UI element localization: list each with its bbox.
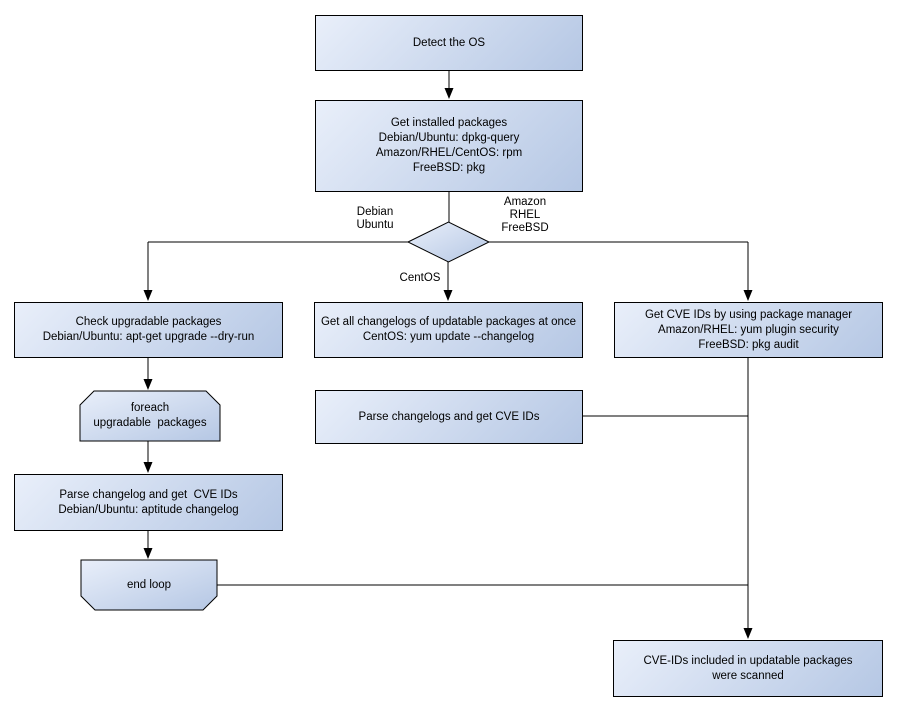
node-line: upgradable packages (93, 417, 207, 429)
node-line: Parse changelog and get CVE IDs (59, 488, 238, 501)
node-line: CentOS: yum update --changelog (362, 331, 535, 343)
edge-label-line: FreeBSD (501, 222, 549, 234)
node-line: Debian/Ubuntu: apt-get upgrade --dry-run (42, 331, 255, 343)
edge-label-line: Amazon (503, 196, 547, 208)
arrowhead (143, 379, 153, 390)
arrowhead (743, 290, 753, 301)
edge-label-line: Debian (356, 206, 394, 218)
node-line: were scanned (712, 669, 784, 682)
node-parse-changelog: Parse changelog and get CVE IDs Debian/U… (14, 474, 283, 531)
node-check-upgradable-packages: Check upgradable packages Debian/Ubuntu:… (14, 302, 283, 358)
node-line: Get CVE IDs by using package manager (644, 308, 853, 321)
node-line: FreeBSD: pkg audit (698, 338, 799, 351)
edge-label-debian-ubuntu: Debian Ubuntu (344, 206, 406, 232)
node-foreach-loop: foreach upgradable packages (80, 391, 220, 441)
node-line: Get installed packages (390, 117, 508, 129)
node-get-installed-packages: Get installed packages Debian/Ubuntu: dp… (315, 100, 583, 192)
node-cve-ids-scanned: CVE-IDs included in updatable packages w… (613, 640, 883, 697)
edge-label-line: RHEL (509, 209, 541, 221)
node-line: Debian/Ubuntu: aptitude changelog (58, 503, 239, 516)
node-detect-os: Detect the OS (315, 15, 583, 71)
end-loop-shape (80, 559, 218, 611)
arrowhead (143, 290, 153, 301)
edge-label-line: Ubuntu (356, 219, 394, 231)
node-end-loop: end loop (81, 560, 217, 610)
node-line: Check upgradable packages (75, 316, 222, 328)
node-line: CVE-IDs included in updatable packages (643, 654, 853, 667)
node-get-cve-ids: Get CVE IDs by using package manager Ama… (614, 302, 883, 358)
arrowhead (743, 628, 753, 639)
node-line: Amazon/RHEL: yum plugin security (658, 323, 839, 336)
edge-label-centos: CentOS (396, 272, 444, 285)
edge-label-amazon-rhel-freebsd: Amazon RHEL FreeBSD (494, 196, 556, 235)
foreach-loop-shape (79, 390, 221, 442)
arrowhead (143, 548, 153, 559)
arrowhead (443, 290, 453, 301)
node-line: Debian/Ubuntu: dpkg-query (378, 132, 520, 144)
decision-diamond (406, 221, 491, 263)
edge-label-line: CentOS (399, 272, 441, 284)
arrowhead (444, 88, 454, 99)
node-line: FreeBSD: pkg (412, 162, 486, 174)
arrowhead (143, 462, 153, 473)
node-line: Amazon/RHEL/CentOS: rpm (375, 147, 523, 159)
node-line: Detect the OS (412, 36, 486, 49)
node-line: Get all changelogs of updatable packages… (320, 316, 577, 328)
node-get-all-changelogs: Get all changelogs of updatable packages… (314, 302, 583, 358)
node-line: Parse changelogs and get CVE IDs (358, 410, 540, 423)
node-line: foreach (130, 402, 170, 414)
node-line: end loop (126, 578, 172, 591)
node-parse-changelogs: Parse changelogs and get CVE IDs (315, 390, 583, 444)
